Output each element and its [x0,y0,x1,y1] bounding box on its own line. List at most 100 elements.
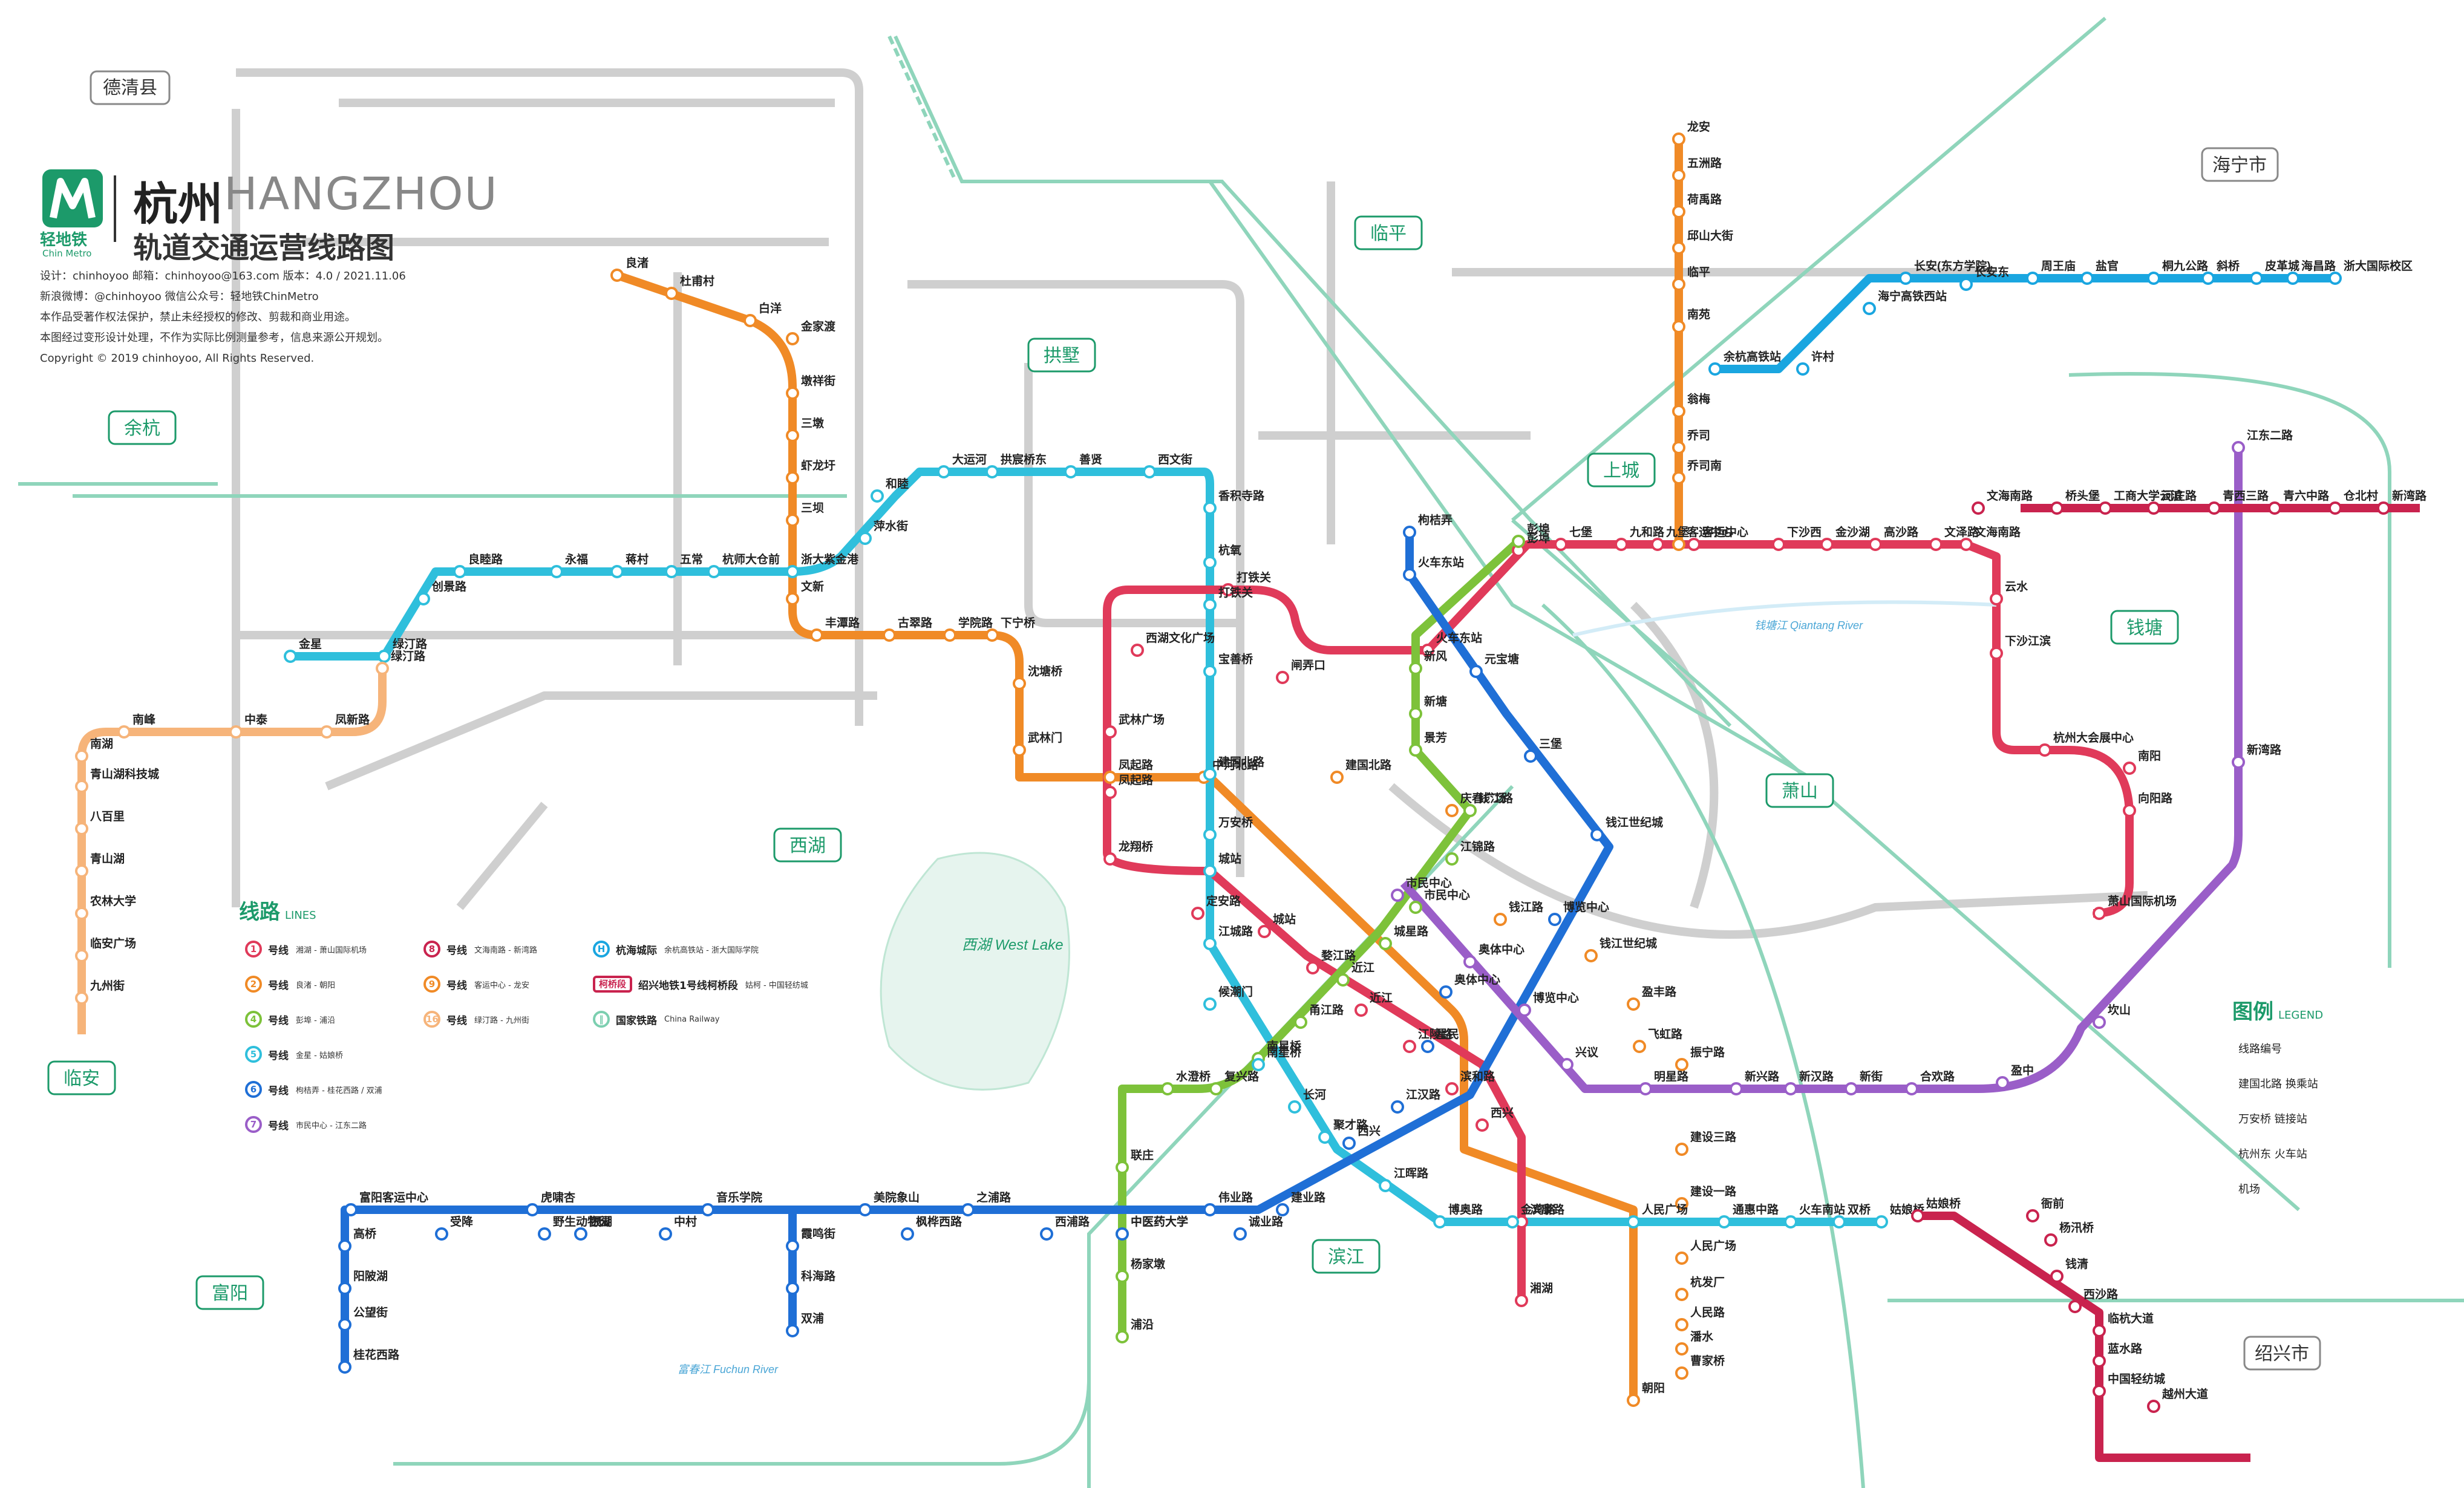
station-line5: 蒋村 [610,552,649,578]
station-label: 南阳 [2138,749,2161,763]
station-label: 九州街 [90,979,125,993]
station-label: 近江 [1351,961,1374,974]
station-label: 西兴 [1358,1124,1381,1138]
station-line2: 杜甫村 [665,274,714,300]
station-marker [786,1239,799,1253]
station-label: 蒋村 [626,552,649,566]
station-marker [1252,1058,1265,1071]
station-haining: 海昌路 [2286,259,2336,285]
station-label: 客运中心 [1702,525,1748,539]
station-marker [1675,1366,1688,1380]
station-marker [2328,501,2342,515]
station-label: 沈塘桥 [1028,664,1063,678]
line-segment: 姑柯 - 中国轻纺城 [745,981,808,990]
legend-item: 万安桥 链接站 [2238,1113,2307,1126]
station-label: 坎山 [2108,1003,2131,1017]
station-line2: 杭发厂 [1675,1275,1725,1301]
station-line2: 金家渡 [786,319,836,345]
station-shaoxing: 临杭大道 [2093,1311,2154,1337]
station-marker [1672,205,1685,218]
station-line1: 客运中心 [1687,525,1748,551]
station-label: 朝阳 [1642,1382,1665,1395]
station-shaoxing: 衙前 [2026,1196,2064,1222]
station-label: 萍水街 [874,519,908,533]
station-marker [1116,1227,1129,1241]
station-line4: 钱江路 [1463,791,1514,817]
station-line7: 江东二路 [2232,428,2293,454]
station-label: 良渚 [626,256,649,270]
station-label: 古翠路 [898,616,933,630]
station-label: 公望街 [353,1305,388,1319]
station-label: 霞鸣街 [801,1227,835,1241]
station-marker [2286,272,2299,285]
station-label: 青西三路 [2223,489,2269,503]
station-marker [743,314,757,327]
svg-text:上城: 上城 [1603,461,1639,481]
station-label: 白洋 [759,301,782,315]
station-label: 河庄路 [2162,489,2197,503]
station-line5: 金星 [284,637,322,663]
station-label: 浙大紫金港 [801,552,859,566]
station-line7: 新湾路 [2232,743,2282,769]
station-marker [1276,671,1289,684]
station-label: 文新 [801,579,824,593]
station-line7: 新汉路 [1784,1069,1834,1095]
station-label: 创景路 [431,579,467,593]
station-line1: 文泽路 [1929,525,1979,551]
station-label: 江陵路 [1418,1027,1453,1041]
station-marker [377,650,391,663]
station-label: 庆春广场 [1460,791,1506,805]
station-marker [1687,538,1701,551]
station-marker [1161,1082,1174,1095]
station-line6: 诚业路 [1234,1215,1284,1241]
station-marker [1639,1082,1652,1095]
station-marker [2093,1354,2106,1368]
svg-text:滨江: 滨江 [1328,1247,1364,1267]
station-label: 皮革城 [2265,259,2299,273]
station-marker [1330,771,1344,784]
station-label: 高桥 [353,1227,377,1241]
station-line5: 浙大紫金港 [786,552,859,578]
station-marker [1318,1131,1332,1144]
station-line2: 墩祥街 [786,374,835,400]
line-name: 号线 [268,1085,289,1097]
station-line1: 滨康路 [1515,1202,1565,1229]
station-label: 城星路 [1394,924,1429,938]
station-marker [1463,804,1477,817]
west-lake-label: 西湖 West Lake [962,937,1064,953]
station-line5: 杭师大仓前 [707,552,780,578]
station-marker [1672,320,1685,333]
station-label: 枸桔弄 [1418,513,1453,527]
station-label: 武林门 [1028,731,1062,745]
station-line1: 滨和路 [1445,1069,1495,1095]
station-label: 星民 [1436,1028,1459,1041]
station-marker [2250,272,2263,285]
station-label: 钱江路 [1509,900,1544,914]
station-marker [1203,768,1217,781]
station-label: 姑娘桥 [1926,1196,1961,1210]
station-line5: 打铁关 [1203,586,1253,612]
line-segment: 湘湖 - 萧山国际机场 [296,945,367,955]
station-label: 乔司 [1687,429,1710,442]
station-label: 建设三路 [1690,1130,1737,1144]
station-marker [1784,1082,1797,1095]
station-marker [75,949,88,962]
line-number-badge: 7 [245,1116,262,1133]
station-line6: 阳陂湖 [338,1269,388,1295]
station-marker [2093,907,2106,920]
station-line6: 西浦路 [1040,1215,1090,1241]
station-label: 蓝水路 [2108,1342,2143,1356]
station-line6: 美院象山 [858,1190,920,1216]
station-label: 元宝塘 [1485,652,1519,666]
station-marker [786,429,799,442]
station-marker [707,565,721,578]
station-label: 临平 [1687,265,1710,279]
station-label: 江锦路 [1460,840,1495,853]
line-6 [341,532,1613,1367]
station-line6: 银湖 [574,1215,612,1241]
station-line1: 龙翔桥 [1103,840,1154,866]
station-marker [1672,405,1685,418]
